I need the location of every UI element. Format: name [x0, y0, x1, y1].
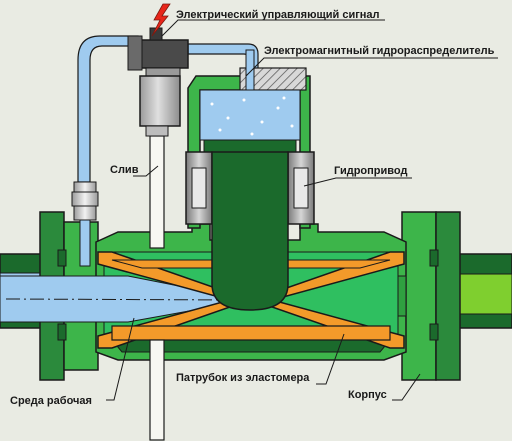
leader-working-medium: [106, 317, 135, 401]
pipe-fitting: [71, 181, 99, 221]
drain-label: Слив: [110, 164, 139, 176]
leader-solenoid: [245, 57, 498, 77]
leader-sleeve: [316, 333, 345, 385]
lightning-bolt-icon: [151, 3, 171, 37]
hydraulic-actuator-label: Гидропривод: [334, 165, 408, 177]
right-flange: [401, 211, 461, 381]
signal-label: Электрический управляющий сигнал: [176, 9, 380, 21]
body-label: Корпус: [348, 389, 387, 401]
water-dots: [210, 96, 294, 136]
leader-drain: [133, 165, 159, 177]
elastomer-sleeve: [97, 251, 405, 349]
solenoid-valve: [127, 27, 189, 137]
elastomer-sleeve-label: Патрубок из эластомера: [176, 372, 310, 384]
leader-lines: [106, 19, 498, 401]
drain-pipe: [149, 135, 165, 441]
leader-body: [392, 373, 421, 401]
hydraulic-actuator: [185, 49, 315, 311]
leader-signal: [161, 19, 385, 37]
working-medium-label: Среда рабочая: [10, 395, 92, 407]
solenoid-valve-label: Электромагнитный гидрораспределитель: [264, 45, 495, 57]
leader-actuator: [303, 177, 412, 187]
